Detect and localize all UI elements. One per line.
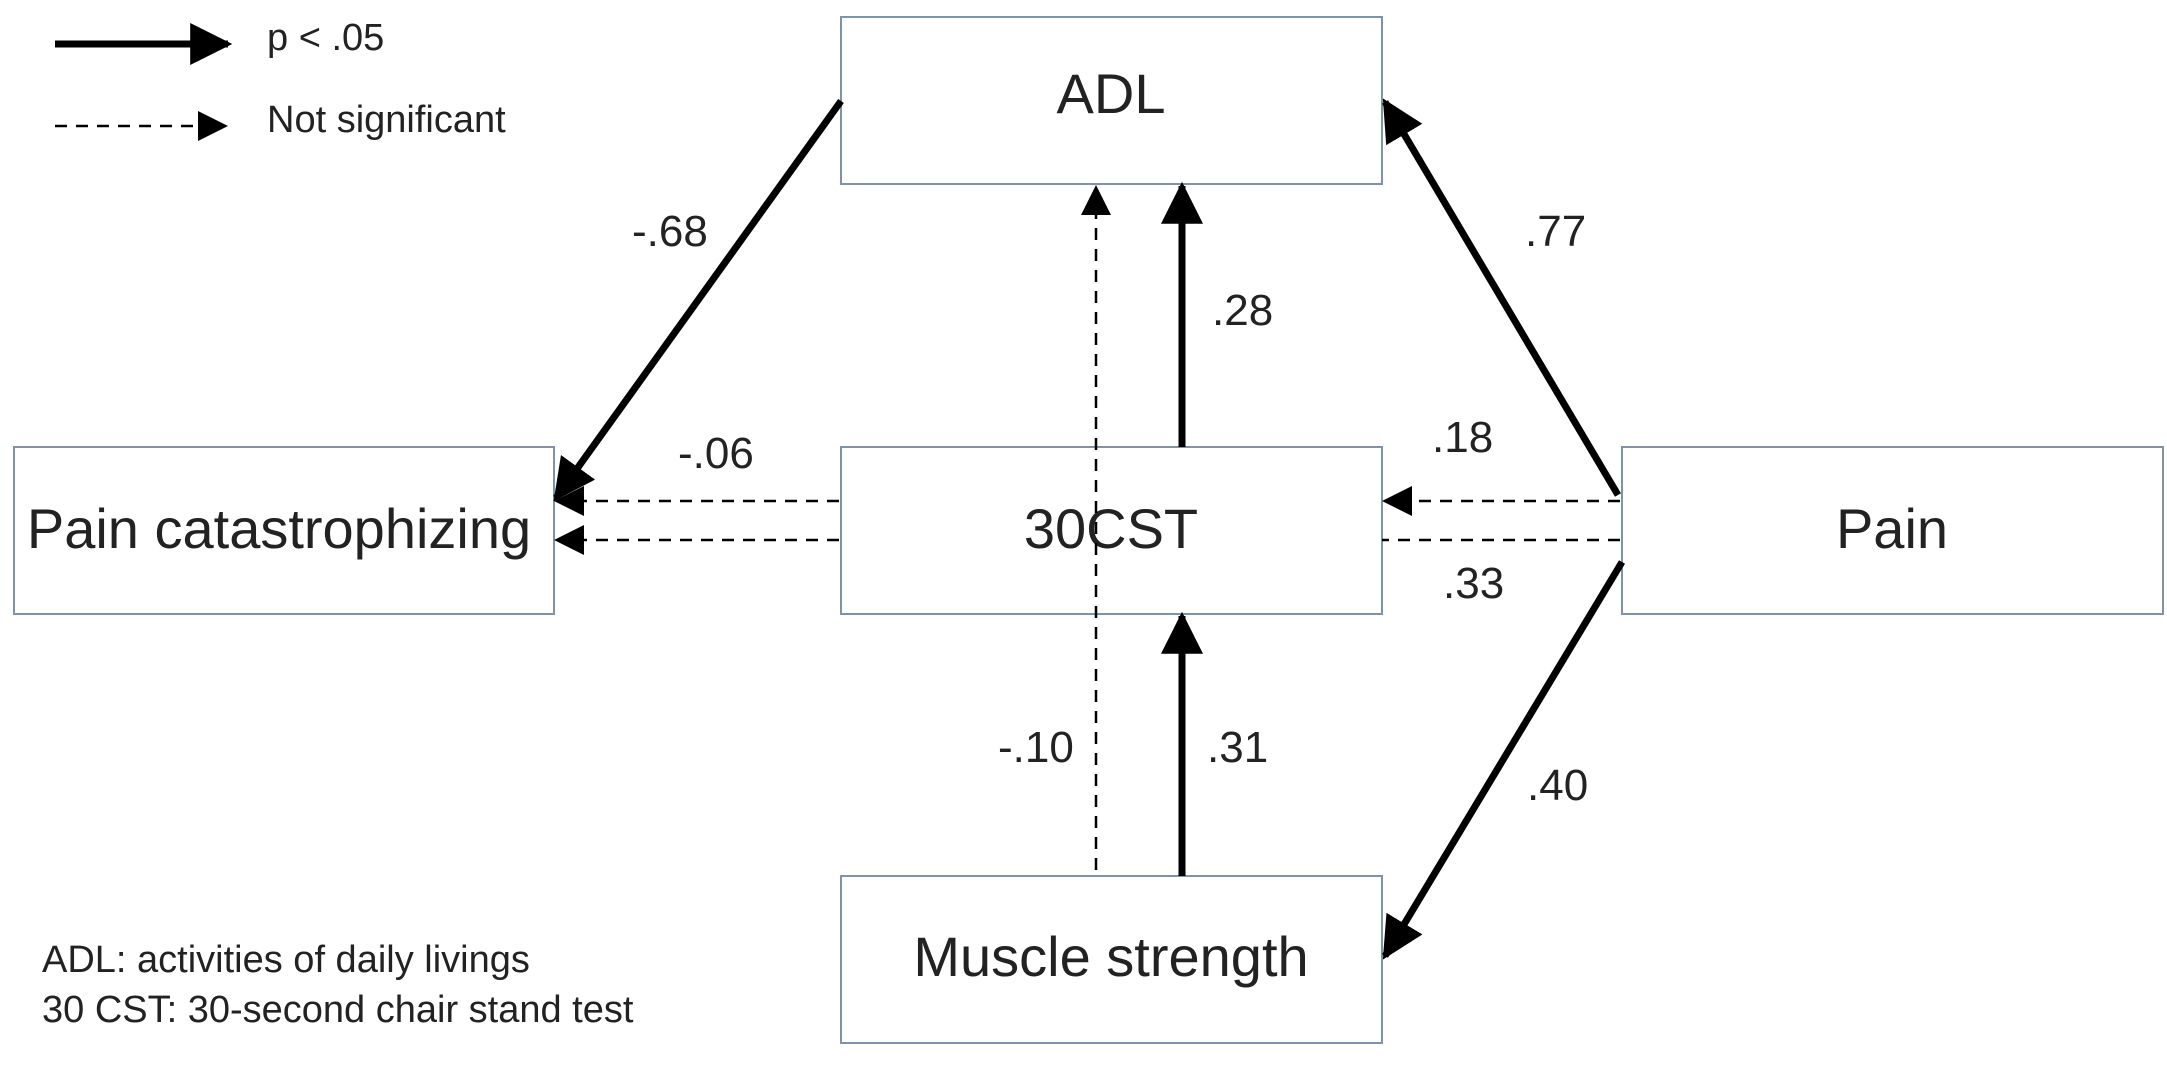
legend-significant-label: p < .05 (267, 17, 384, 59)
coef-30cst-to-adl: .28 (1212, 286, 1273, 335)
coef-muscle-strength-to-30cst: .31 (1207, 723, 1268, 772)
path-pain-to-adl (1381, 98, 1622, 497)
coef-adl-to-pain-catastrophizing: -.68 (632, 207, 708, 256)
coef-pain-to-muscle-strength: .40 (1527, 761, 1588, 810)
path-pain-to-muscle-strength (1382, 560, 1625, 960)
node-pain-catastrophizing-label: Pain catastrophizing (27, 497, 531, 560)
node-adl-label: ADL (1057, 62, 1166, 125)
node-muscle-strength-label: Muscle strength (913, 925, 1308, 988)
note-30cst: 30 CST: 30-second chair stand test (42, 989, 634, 1031)
coef-30cst-to-pain-catastrophizing: -.06 (678, 429, 754, 478)
abbreviation-notes: ADL: activities of daily livings 30 CST:… (42, 939, 634, 1031)
node-pain: Pain (1621, 446, 2164, 615)
node-30cst: 30CST (840, 446, 1383, 615)
coef-pain-to-pain-catastrophizing: .33 (1443, 559, 1504, 608)
node-pain-catastrophizing: Pain catastrophizing (13, 446, 555, 615)
coef-pain-to-adl: .77 (1525, 207, 1586, 256)
legend-not-significant-label: Not significant (267, 99, 506, 141)
node-muscle-strength: Muscle strength (840, 875, 1383, 1044)
coef-muscle-strength-to-adl: -.10 (998, 723, 1074, 772)
node-pain-label: Pain (1836, 497, 1948, 560)
legend: p < .05 Not significant (55, 17, 506, 141)
path-adl-to-pain-catastrophizing (553, 98, 844, 502)
node-30cst-label: 30CST (1024, 497, 1198, 560)
node-adl: ADL (840, 16, 1383, 185)
coef-pain-to-30cst: .18 (1432, 413, 1493, 462)
note-adl: ADL: activities of daily livings (42, 939, 530, 981)
